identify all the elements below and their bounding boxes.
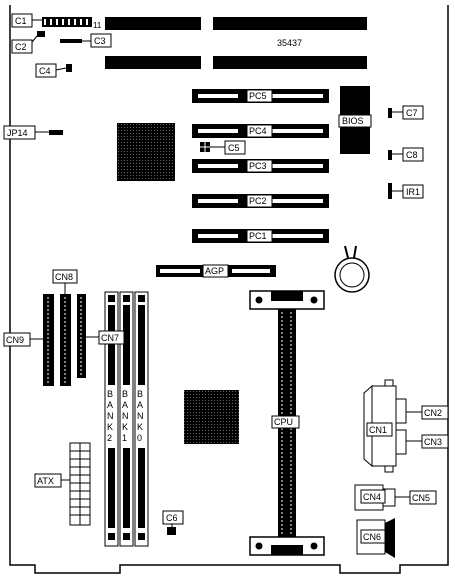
chipset-north bbox=[117, 123, 175, 181]
cpu-label: CPU bbox=[274, 417, 293, 427]
c8-jumper bbox=[388, 150, 392, 160]
svg-text:K: K bbox=[122, 422, 128, 432]
svg-text:0: 0 bbox=[137, 433, 142, 443]
pci-slot-labels: PC5 PC4 PC3 PC2 PC1 bbox=[246, 89, 273, 243]
callout-cn8: CN8 bbox=[55, 272, 73, 282]
bios-label: BIOS bbox=[342, 116, 364, 126]
callout-cn6: CN6 bbox=[363, 532, 381, 542]
c3-jumper bbox=[60, 39, 82, 43]
battery bbox=[334, 245, 370, 293]
svg-text:A: A bbox=[137, 400, 143, 410]
callout-cn4: CN4 bbox=[363, 492, 381, 502]
callout-c1: C1 bbox=[15, 16, 27, 26]
svg-text:K: K bbox=[137, 422, 143, 432]
svg-text:K: K bbox=[107, 422, 113, 432]
callout-c6: C6 bbox=[166, 513, 178, 523]
callout-c5: C5 bbox=[228, 143, 240, 153]
label-pc4: PC4 bbox=[249, 126, 267, 136]
callout-c8: C8 bbox=[406, 150, 418, 160]
bank0-label: B A N K 0 bbox=[137, 389, 144, 443]
ir1-header bbox=[388, 183, 392, 199]
bank2-label: B A N K 2 bbox=[107, 389, 114, 443]
serial-number: 35437 bbox=[277, 38, 302, 48]
svg-text:B: B bbox=[122, 389, 128, 399]
callout-cn3: CN3 bbox=[424, 437, 442, 447]
callout-cn1: CN1 bbox=[369, 425, 387, 435]
svg-text:1: 1 bbox=[122, 433, 127, 443]
callout-cn7: CN7 bbox=[101, 333, 119, 343]
svg-text:2: 2 bbox=[107, 433, 112, 443]
label-pc2: PC2 bbox=[249, 196, 267, 206]
svg-text:N: N bbox=[107, 411, 114, 421]
callout-c3: C3 bbox=[94, 36, 106, 46]
label-pc5: PC5 bbox=[249, 91, 267, 101]
callout-c7: C7 bbox=[406, 108, 418, 118]
c2-jumper bbox=[37, 31, 45, 37]
cpu-slot bbox=[249, 290, 325, 556]
c7-jumper bbox=[388, 108, 392, 118]
jp14-jumper bbox=[49, 130, 63, 135]
callout-cn5: CN5 bbox=[412, 493, 430, 503]
bank1-label: B A N K 1 bbox=[122, 389, 129, 443]
svg-text:B: B bbox=[107, 389, 113, 399]
c1-header bbox=[42, 17, 92, 27]
atx-connector bbox=[69, 442, 91, 526]
c4-jumper bbox=[66, 64, 72, 72]
callout-atx: ATX bbox=[37, 476, 54, 486]
label-pc3: PC3 bbox=[249, 161, 267, 171]
svg-text:N: N bbox=[122, 411, 129, 421]
callout-c4: C4 bbox=[39, 66, 51, 76]
callout-cn9: CN9 bbox=[6, 335, 24, 345]
agp-label: AGP bbox=[205, 266, 224, 276]
board-outline bbox=[9, 5, 449, 574]
svg-text:B: B bbox=[137, 389, 143, 399]
pin-marker: 11 bbox=[93, 21, 102, 30]
svg-text:N: N bbox=[137, 411, 144, 421]
dimm-banks bbox=[104, 291, 149, 547]
label-pc1: PC1 bbox=[249, 231, 267, 241]
callout-cn2: CN2 bbox=[424, 408, 442, 418]
svg-text:A: A bbox=[107, 400, 113, 410]
c6-jumper bbox=[167, 527, 176, 535]
ide-headers bbox=[43, 294, 86, 386]
chipset-south bbox=[184, 390, 239, 444]
isa-slots bbox=[105, 17, 367, 69]
callout-jp14: JP14 bbox=[7, 128, 28, 138]
callout-c2: C2 bbox=[15, 42, 27, 52]
callouts: C1 C2 C3 C4 JP14 C5 C7 C8 IR1 bbox=[3, 13, 449, 544]
callout-ir1: IR1 bbox=[406, 187, 420, 197]
svg-text:A: A bbox=[122, 400, 128, 410]
